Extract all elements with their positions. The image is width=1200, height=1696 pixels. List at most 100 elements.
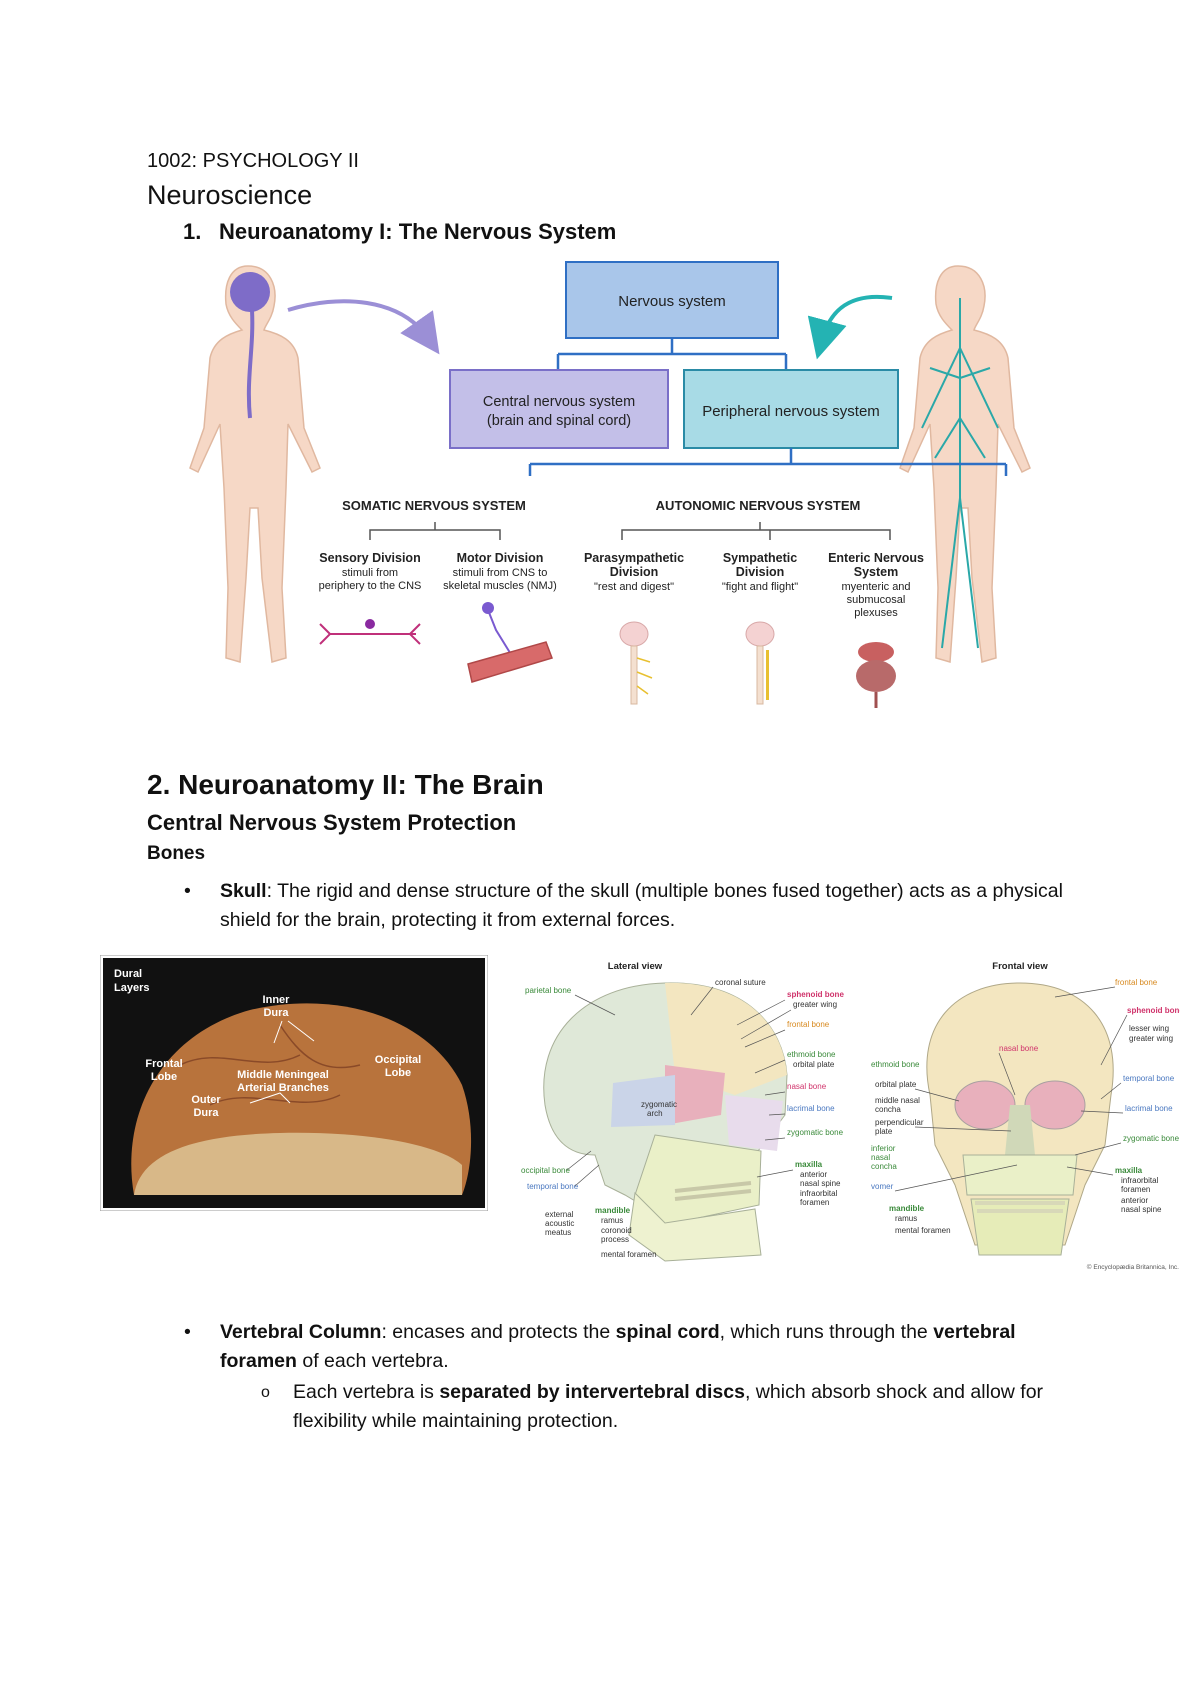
enteric-title-1: Enteric Nervous: [828, 551, 924, 565]
disc-text-2: , which absorb shock and allow for flexi…: [293, 1381, 1044, 1432]
label-external-1: external: [545, 1210, 574, 1219]
skull-bones-diagram: Lateral view Frontal view parietal bone …: [521, 961, 1180, 1271]
label-inferior-2: nasal: [871, 1153, 890, 1162]
meningeal-label-2: Arterial Branches: [237, 1082, 329, 1094]
arrow-to-pns: [807, 294, 893, 360]
label-zygomatic-lateral: zygomatic bone: [787, 1128, 844, 1137]
frontal-view-title: Frontal view: [992, 961, 1048, 972]
para-title-2: Division: [610, 565, 659, 579]
sympathetic-brain-icon: [745, 621, 775, 705]
pns-label: Peripheral nervous system: [702, 403, 880, 420]
vc-bold-foramen: vertebral foramen: [220, 1321, 1016, 1372]
skull-text: : The rigid and dense structure of the s…: [220, 880, 1063, 931]
meningeal-label-1: Middle Meningeal: [237, 1069, 329, 1081]
vc-text-1: : encases and protects the: [381, 1321, 616, 1343]
label-infraorbital-front-1: infraorbital: [1121, 1176, 1159, 1185]
label-greater-wing-front: greater wing: [1129, 1034, 1173, 1043]
frontal-skull-drawing: [926, 982, 1114, 1256]
page-title: Neuroscience: [147, 180, 313, 210]
label-occipital: occipital bone: [521, 1166, 570, 1175]
para-desc: "rest and digest": [594, 581, 674, 593]
cns-box: [449, 369, 669, 449]
skull-bullet: Skull: The rigid and dense structure of …: [184, 877, 1080, 935]
label-nasal-front: nasal bone: [999, 1044, 1039, 1053]
label-anterior-2: nasal spine: [800, 1179, 841, 1188]
label-infraorbital-front-2: foramen: [1121, 1185, 1150, 1194]
label-parietal: parietal bone: [525, 986, 572, 995]
bones-heading: Bones: [147, 843, 206, 864]
enteric-desc-1: myenteric and: [841, 581, 910, 593]
britannica-credit: © Encyclopædia Britannica, Inc.: [1087, 1263, 1179, 1271]
label-zyg-arch-1: zygomatic: [641, 1100, 677, 1109]
pns-box: [683, 369, 899, 449]
label-maxilla-front: maxilla: [1115, 1166, 1143, 1175]
motor-desc-1: stimuli from CNS to: [453, 567, 548, 579]
disc-bold: separated by intervertebral discs: [439, 1381, 745, 1403]
label-zygomatic-front: zygomatic bone: [1123, 1134, 1180, 1143]
frontal-lobe-label-2: Lobe: [151, 1071, 177, 1083]
sensory-desc-1: stimuli from: [342, 567, 398, 579]
symp-title-1: Sympathetic: [723, 551, 797, 565]
label-anterior-front-2: nasal spine: [1121, 1205, 1162, 1214]
somatic-label: SOMATIC NERVOUS SYSTEM: [342, 498, 526, 513]
label-temporal-front: temporal bone: [1123, 1074, 1175, 1083]
label-infraorbital-2: foramen: [800, 1198, 829, 1207]
section-1-heading: 1.Neuroanatomy I: The Nervous System: [183, 219, 616, 245]
cns-label-2: (brain and spinal cord): [487, 413, 631, 429]
label-ethmoid-lateral: ethmoid bone: [787, 1050, 836, 1059]
enteric-desc-2: submucosal: [847, 594, 906, 606]
skull-term: Skull: [220, 880, 267, 902]
disc-text-1: Each vertebra is: [293, 1381, 440, 1403]
section-2-heading: 2. Neuroanatomy II: The Brain: [147, 769, 544, 800]
inner-dura-label-2: Dura: [263, 1007, 289, 1019]
nervous-system-label: Nervous system: [618, 293, 726, 310]
vc-text-2: , which runs through the: [719, 1321, 934, 1343]
nervous-system-box: [565, 261, 779, 339]
label-sphenoid-front: sphenoid bone: [1127, 1006, 1180, 1015]
human-cns-figure: [189, 265, 321, 663]
label-vomer: vomer: [871, 1182, 894, 1191]
label-orbital-plate-front: orbital plate: [875, 1080, 917, 1089]
label-lacrimal-front: lacrimal bone: [1125, 1104, 1173, 1113]
lateral-view-title: Lateral view: [608, 961, 663, 972]
vc-text-3: of each vertebra.: [296, 1350, 449, 1372]
label-orbital-plate-lateral: orbital plate: [793, 1060, 835, 1069]
autonomic-label: AUTONOMIC NERVOUS SYSTEM: [656, 498, 861, 513]
symp-desc: "fight and flight": [722, 581, 798, 593]
label-external-2: acoustic: [545, 1219, 574, 1228]
label-mental-lateral: mental foramen: [601, 1250, 657, 1259]
enteric-gut-icon: [856, 642, 896, 708]
motor-desc-2: skeletal muscles (NMJ): [443, 580, 557, 592]
parasympathetic-brain-icon: [619, 621, 653, 705]
course-code: 1002: PSYCHOLOGY II: [147, 150, 359, 172]
occipital-lobe-label-1: Occipital: [375, 1054, 421, 1066]
label-mandible-lateral: mandible: [595, 1206, 631, 1215]
symp-title-2: Division: [736, 565, 785, 579]
label-temporal-lateral: temporal bone: [527, 1182, 579, 1191]
label-coronal: coronal suture: [715, 978, 766, 987]
motor-title: Motor Division: [457, 551, 544, 565]
sensory-desc-2: periphery to the CNS: [319, 580, 422, 592]
label-nasal-lateral: nasal bone: [787, 1082, 827, 1091]
dural-layers-photo: Dural Layers Inner Dura Frontal Lobe Occ…: [100, 955, 488, 1211]
label-sphenoid: sphenoid bone: [787, 990, 844, 999]
label-maxilla-lateral: maxilla: [795, 1160, 823, 1169]
motor-neuron-muscle-icon: [467, 602, 553, 683]
label-greater-wing: greater wing: [793, 1000, 837, 1009]
cns-protection-heading: Central Nervous System Protection: [147, 810, 517, 835]
occipital-lobe-label-2: Lobe: [385, 1067, 411, 1079]
outer-dura-label-1: Outer: [191, 1094, 221, 1106]
enteric-title-2: System: [854, 565, 898, 579]
label-infraorbital-1: infraorbital: [800, 1189, 838, 1198]
sensory-neuron-icon: [319, 619, 421, 645]
outer-dura-label-2: Dura: [193, 1107, 219, 1119]
intervertebral-disc-bullet: Each vertebra is separated by interverte…: [261, 1378, 1083, 1436]
inner-dura-label-1: Inner: [263, 994, 291, 1006]
label-mental-front: mental foramen: [895, 1226, 951, 1235]
frontal-lobe-label-1: Frontal: [145, 1058, 182, 1070]
label-zyg-arch-2: arch: [647, 1109, 663, 1118]
vc-term: Vertebral Column: [220, 1321, 382, 1343]
label-frontal-front: frontal bone: [1115, 978, 1158, 987]
label-ethmoid-front: ethmoid bone: [871, 1060, 920, 1069]
label-lacrimal-lateral: lacrimal bone: [787, 1104, 835, 1113]
